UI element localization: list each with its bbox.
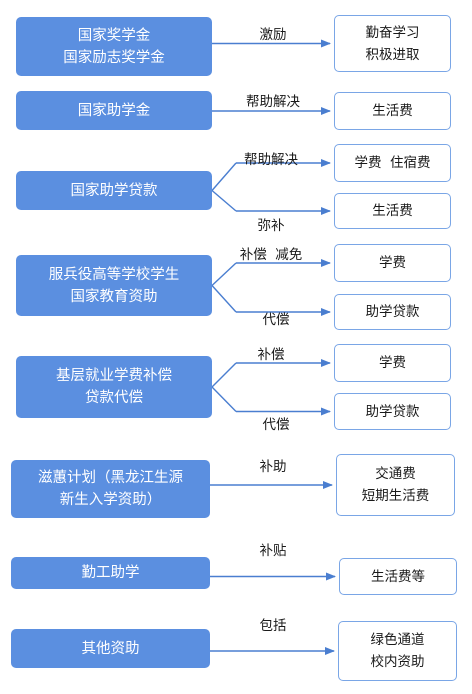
connector-arrow — [211, 362, 237, 388]
target-box-line: 校内资助 — [370, 654, 425, 670]
edge-label: 弥补 — [257, 218, 285, 234]
target-box-line: 学费 — [379, 355, 406, 371]
edge-label: 代偿 — [262, 312, 290, 328]
connector-arrow — [211, 285, 237, 313]
connector-arrow — [211, 386, 237, 412]
target-box: 助学贷款 — [334, 393, 451, 430]
target-box: 勤奋学习积极进取 — [334, 15, 451, 72]
target-box-line: 生活费 — [372, 203, 413, 219]
edge-label: 代偿 — [262, 417, 290, 433]
program-box-line: 滋蕙计划（黑龙江生源 — [38, 470, 183, 486]
program-box: 国家助学贷款 — [16, 171, 212, 210]
target-box: 学费 — [334, 244, 451, 282]
program-box: 基层就业学费补偿贷款代偿 — [16, 356, 212, 418]
edge-label: 补贴 — [259, 543, 287, 559]
edge-label: 帮助解决 — [244, 152, 298, 168]
target-box-line: 绿色通道 — [370, 632, 425, 648]
target-box: 交通费短期生活费 — [336, 454, 455, 516]
connector-arrow — [211, 189, 237, 212]
program-box-line: 基层就业学费补偿 — [56, 368, 172, 384]
connector-arrow — [211, 162, 237, 191]
target-box-line: 短期生活费 — [361, 488, 430, 504]
program-box-line: 新生入学资助） — [59, 492, 162, 508]
target-box-line: 交通费 — [375, 466, 416, 482]
program-box-line: 国家教育资助 — [70, 288, 158, 305]
target-box-line: 生活费等 — [371, 568, 425, 585]
target-box: 生活费 — [334, 92, 451, 130]
program-box: 国家助学金 — [16, 91, 212, 130]
program-box-line: 国家奖学金 — [77, 27, 151, 44]
program-box-line: 贷款代偿 — [85, 390, 143, 406]
program-box-line: 勤工助学 — [81, 565, 140, 581]
program-box: 滋蕙计划（黑龙江生源新生入学资助） — [11, 460, 210, 518]
program-box-line: 国家助学金 — [77, 102, 151, 119]
program-box-line: 服兵役高等学校学生 — [48, 266, 180, 283]
edge-label: 帮助解决 — [246, 94, 300, 110]
target-box-line: 助学贷款 — [365, 403, 420, 420]
edge-label: 包括 — [259, 618, 287, 634]
program-box: 勤工助学 — [11, 557, 210, 589]
connector-arrow — [211, 262, 237, 287]
target-box: 绿色通道校内资助 — [338, 621, 457, 681]
program-box: 服兵役高等学校学生国家教育资助 — [16, 255, 212, 316]
edge-label: 补偿 减免 — [239, 247, 303, 263]
target-box-line: 勤奋学习 — [365, 24, 420, 41]
target-box: 生活费等 — [339, 558, 457, 595]
target-box: 学费 住宿费 — [334, 144, 451, 182]
target-box-line: 积极进取 — [365, 46, 420, 63]
program-box: 国家奖学金国家励志奖学金 — [16, 17, 212, 76]
target-box: 学费 — [334, 344, 451, 382]
target-box-line: 助学贷款 — [365, 304, 420, 320]
target-box: 生活费 — [334, 193, 451, 229]
target-box: 助学贷款 — [334, 294, 451, 330]
edge-label: 补助 — [259, 459, 287, 475]
target-box-line: 学费 住宿费 — [354, 155, 431, 171]
edge-label: 激励 — [259, 27, 287, 43]
edge-label: 补偿 — [257, 347, 285, 363]
program-box: 其他资助 — [11, 629, 210, 668]
program-box-line: 国家励志奖学金 — [63, 49, 165, 66]
program-box-line: 其他资助 — [81, 640, 140, 657]
program-box-line: 国家助学贷款 — [70, 182, 158, 199]
target-box-line: 生活费 — [372, 103, 413, 119]
target-box-line: 学费 — [379, 255, 406, 271]
